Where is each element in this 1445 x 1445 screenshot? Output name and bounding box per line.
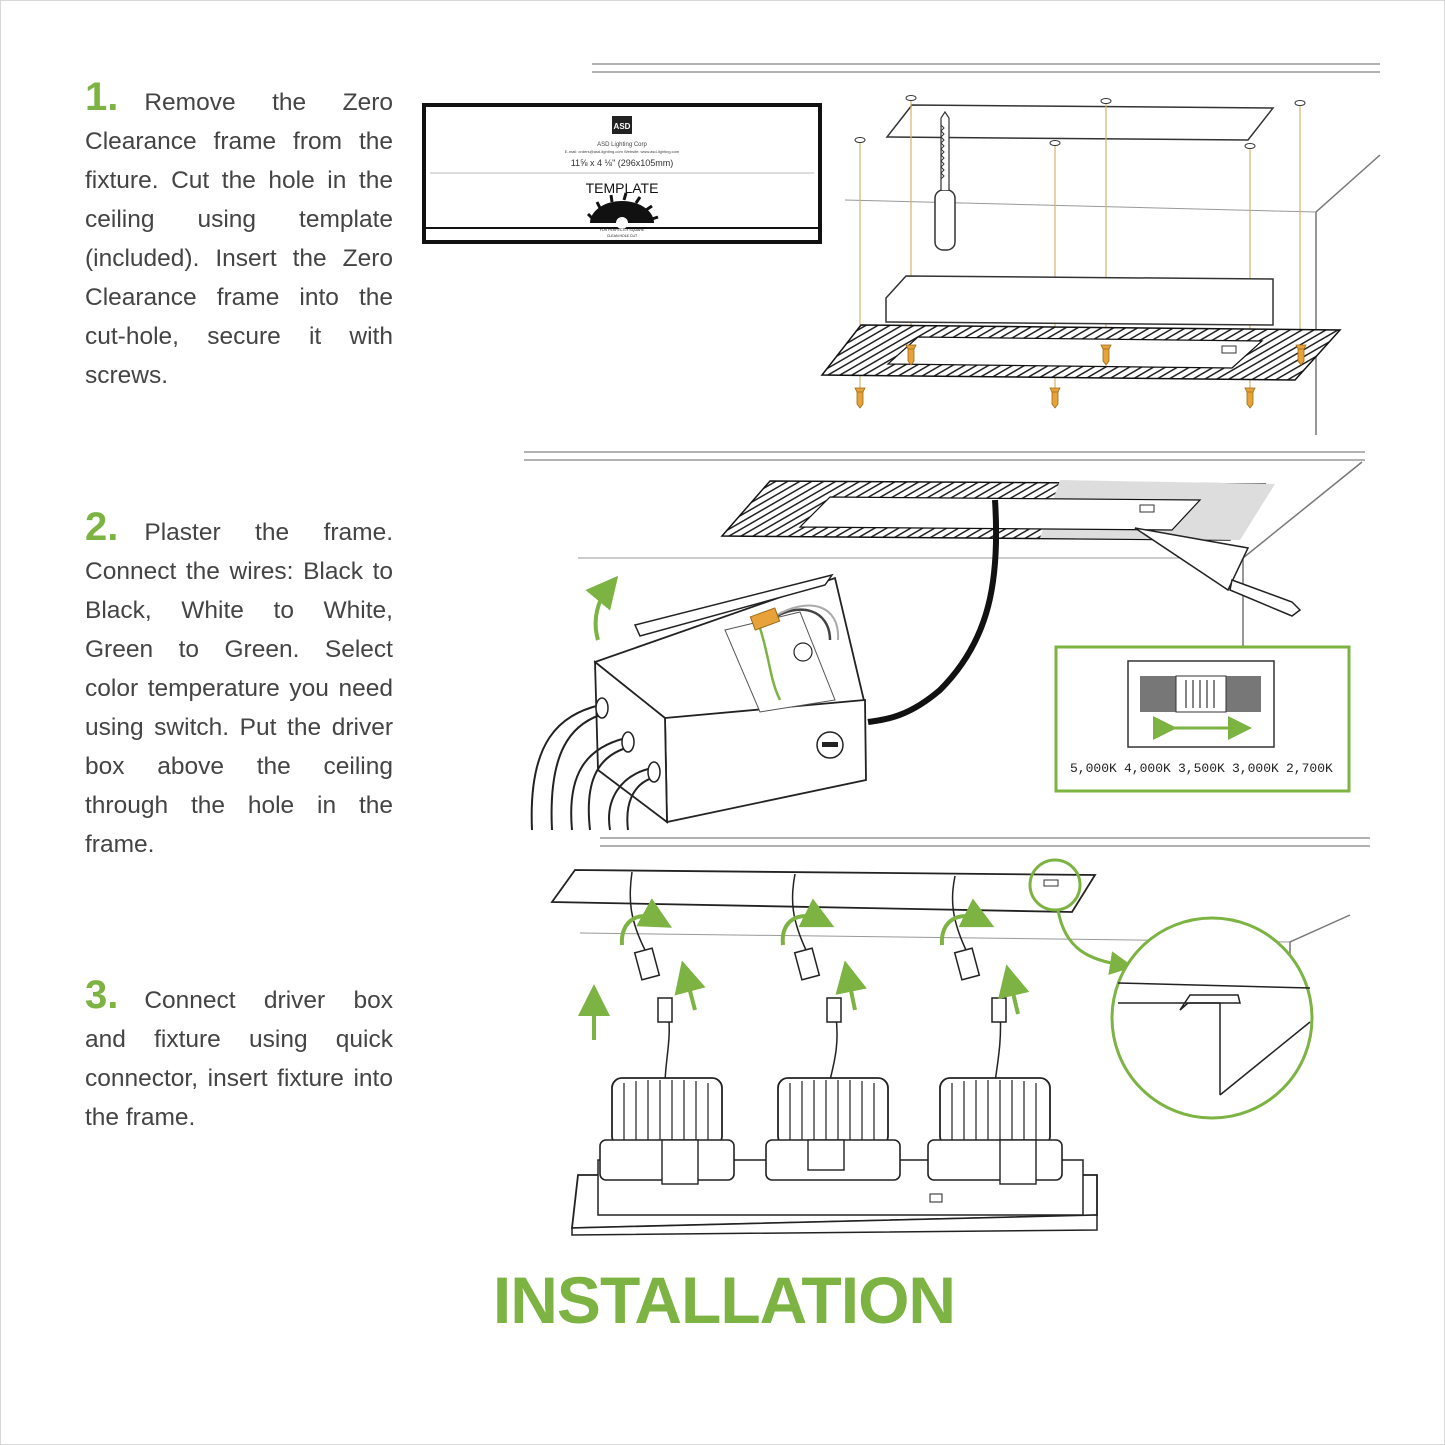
template-contact: E-mail: orders@asd-lighting.com Website:…: [565, 149, 680, 154]
jigsaw-icon: [934, 110, 956, 251]
template-footer-2: CLEAN HOLE CUT: [607, 234, 638, 238]
cct-option-5000: 5,000K: [1070, 761, 1117, 776]
cct-option-3500: 3,500K: [1178, 761, 1225, 776]
step-1-number: 1.: [85, 75, 119, 119]
step-2-number: 2.: [85, 505, 119, 549]
cct-option-3000: 3,000K: [1232, 761, 1279, 776]
detail-callout-circle: [1028, 858, 1082, 912]
ceiling-cutout: [885, 104, 1275, 141]
step-2-text: Plaster the frame. Connect the wires: Bl…: [85, 519, 393, 858]
template-dimensions: 11⅝ x 4 ⅛" (296x105mm): [571, 158, 674, 168]
housing-box: [885, 275, 1274, 326]
step-3: 3.Connect driver box and fixture using q…: [85, 973, 393, 1137]
frame-bar: [550, 869, 1097, 913]
zero-clearance-frame: [820, 324, 1342, 381]
wire-connector: [749, 607, 781, 631]
cct-switch-panel: 5,000K 4,000K 3,500K 3,000K 2,700K: [1054, 645, 1351, 793]
asd-logo: [612, 116, 632, 134]
fixture-heatsinks: [599, 1077, 1063, 1185]
template-card: ASD ASD Lighting Corp E-mail: orders@asd…: [422, 103, 822, 244]
installation-title: INSTALLATION: [492, 1263, 956, 1337]
step-1: 1.Remove the Zero Clearance frame from t…: [85, 75, 393, 395]
section-3-illustration: [550, 837, 1370, 1236]
step-2: 2.Plaster the frame. Connect the wires: …: [85, 505, 393, 864]
switch-slider: [1175, 675, 1227, 713]
screws: [854, 344, 1307, 409]
template-label: TEMPLATE: [586, 180, 659, 196]
template-logo: ASD: [614, 122, 631, 131]
step-3-number: 3.: [85, 973, 119, 1017]
template-company: ASD Lighting Corp: [597, 142, 647, 148]
step-3-text: Connect driver box and fixture using qui…: [85, 987, 393, 1131]
magnified-detail: [1110, 916, 1314, 1120]
saw-blade-icon: [586, 192, 659, 229]
arrow-up-icon: [585, 575, 619, 641]
cct-option-2700: 2,700K: [1286, 761, 1333, 776]
section-1-illustration: ASD ASD Lighting Corp E-mail: orders@asd…: [422, 63, 1381, 435]
template-footer-1: FOR PERFECTLY SQUARE: [600, 228, 645, 232]
step-1-text: Remove the Zero Clearance frame from the…: [85, 89, 393, 389]
cable: [867, 499, 1000, 725]
trowel-icon: [1134, 527, 1302, 617]
driver-box: [530, 573, 867, 831]
section-2-illustration: 5,000K 4,000K 3,500K 3,000K 2,700K: [524, 451, 1365, 831]
cct-option-4000: 4,000K: [1124, 761, 1171, 776]
triple-fixture: [570, 1077, 1098, 1236]
quick-connectors: [578, 871, 1030, 1086]
